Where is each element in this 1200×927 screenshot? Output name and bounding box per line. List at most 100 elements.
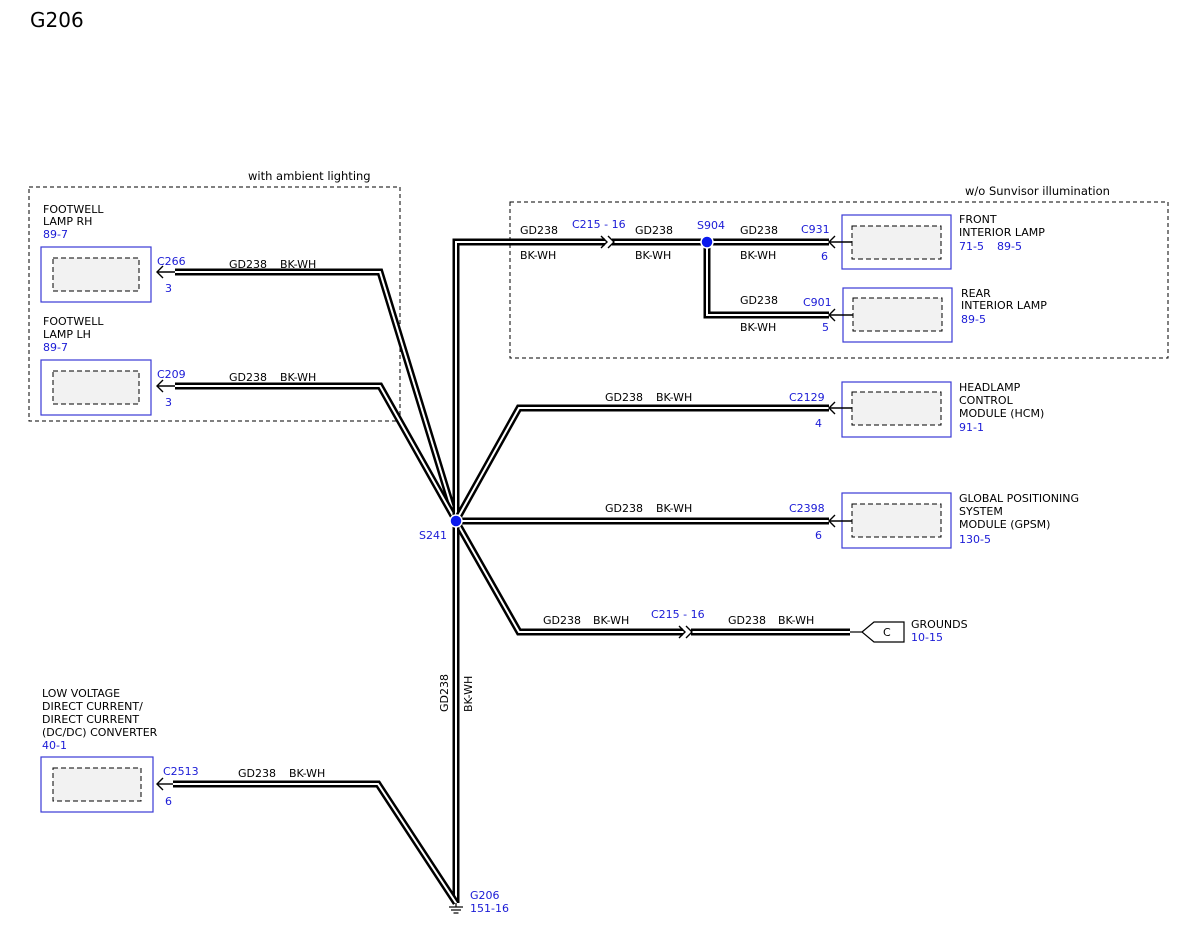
wire-color-label: BK-WH — [740, 321, 776, 334]
component-name-line: HEADLAMP — [959, 381, 1021, 394]
wire-circuit-label: GD238 — [728, 614, 766, 627]
section-label-sunvisor: w/o Sunvisor illumination — [965, 184, 1110, 198]
component-name-line: MODULE (HCM) — [959, 407, 1044, 420]
pin-number: 3 — [165, 282, 172, 295]
component-ref-link[interactable]: 40-1 — [42, 739, 67, 752]
connector-label[interactable]: C2513 — [163, 765, 199, 778]
component-ref-link[interactable]: 130-5 — [959, 533, 991, 546]
ground-g206[interactable]: G206 151-16 — [449, 889, 509, 915]
pin-number: 6 — [815, 529, 822, 542]
component-name-line: (DC/DC) CONVERTER — [42, 726, 158, 739]
pin-number: 3 — [165, 396, 172, 409]
wire-circuit-label: GD238 — [605, 502, 643, 515]
component-ref-link[interactable]: 71-5 — [959, 240, 984, 253]
wire-circuit-label: GD238 — [229, 258, 267, 271]
component-dcdc-converter[interactable]: LOW VOLTAGE DIRECT CURRENT/ DIRECT CURRE… — [40, 687, 199, 813]
connector-label[interactable]: C209 — [157, 368, 186, 381]
wire-color-label: BK-WH — [280, 258, 316, 271]
connector-label[interactable]: C931 — [801, 223, 830, 236]
component-name-line: CONTROL — [959, 394, 1014, 407]
splice-label: S904 — [697, 219, 725, 232]
wire-color-label: BK-WH — [289, 767, 325, 780]
component-ref-link[interactable]: 91-1 — [959, 421, 984, 434]
wire-circuit-label: GD238 — [438, 674, 451, 712]
component-name-line: LAMP LH — [43, 328, 91, 341]
offpage-ref-link[interactable]: 10-15 — [911, 631, 943, 644]
wire-circuit-label: GD238 — [740, 294, 778, 307]
inline-connector-label[interactable]: C215 - 16 — [572, 218, 626, 231]
ground-ref-link[interactable]: 151-16 — [470, 902, 509, 915]
component-name-line: LOW VOLTAGE — [42, 687, 120, 700]
component-name-line: GLOBAL POSITIONING — [959, 492, 1079, 505]
inline-connector-c215-bottom[interactable]: C215 - 16 — [651, 608, 705, 639]
wire-color-label: BK-WH — [656, 391, 692, 404]
component-name-line: DIRECT CURRENT — [42, 713, 139, 726]
wire-color-label: BK-WH — [778, 614, 814, 627]
wire-circuit-label: GD238 — [740, 224, 778, 237]
ground-label: G206 — [470, 889, 500, 902]
connector-label[interactable]: C2129 — [789, 391, 825, 404]
wire-hcm[interactable] — [452, 404, 829, 523]
wire-footwell-rh[interactable] — [175, 268, 460, 523]
splice-s241[interactable]: S241 — [419, 514, 463, 542]
component-ref-link[interactable]: 89-7 — [43, 228, 68, 241]
wire-circuit-label: GD238 — [605, 391, 643, 404]
component-name-line: FOOTWELL — [43, 315, 104, 328]
wire-circuit-label: GD238 — [543, 614, 581, 627]
wire-footwell-lh[interactable] — [175, 382, 460, 523]
ground-icon — [449, 903, 463, 914]
offpage-letter: C — [883, 626, 891, 639]
section-sunvisor: w/o Sunvisor illumination — [509, 184, 1169, 359]
pin-number: 6 — [165, 795, 172, 808]
splice-s904[interactable]: S904 — [697, 219, 725, 249]
wires — [173, 238, 850, 905]
wire-dcdc[interactable] — [173, 780, 459, 905]
component-front-interior-lamp[interactable]: C931 6 FRONT INTERIOR LAMP 71-5 89-5 — [801, 213, 1045, 270]
component-rear-interior-lamp[interactable]: C901 5 REAR INTERIOR LAMP 89-5 — [803, 287, 1047, 343]
wire-circuit-label: GD238 — [520, 224, 558, 237]
component-footwell-lamp-rh[interactable]: FOOTWELL LAMP RH 89-7 C266 3 — [40, 203, 186, 303]
component-ref-link[interactable]: 89-7 — [43, 341, 68, 354]
component-name-line: DIRECT CURRENT/ — [42, 700, 143, 713]
wire-circuit-label: GD238 — [635, 224, 673, 237]
connector-label[interactable]: C2398 — [789, 502, 825, 515]
wire-color-label: BK-WH — [462, 676, 475, 712]
connector-label[interactable]: C266 — [157, 255, 186, 268]
component-global-positioning-system-module[interactable]: C2398 6 GLOBAL POSITIONING SYSTEM MODULE… — [789, 492, 1079, 549]
connector-label[interactable]: C901 — [803, 296, 832, 309]
component-headlamp-control-module[interactable]: C2129 4 HEADLAMP CONTROL MODULE (HCM) 91… — [789, 381, 1044, 438]
component-name-line: INTERIOR LAMP — [961, 299, 1047, 312]
wire-color-label: BK-WH — [520, 249, 556, 262]
wire-color-label: BK-WH — [656, 502, 692, 515]
section-ambient-lighting: with ambient lighting — [28, 169, 401, 422]
component-footwell-lamp-lh[interactable]: FOOTWELL LAMP LH 89-7 C209 3 — [40, 315, 186, 416]
pin-number: 5 — [822, 321, 829, 334]
offpage-label: GROUNDS — [911, 618, 968, 631]
wire-color-label: BK-WH — [280, 371, 316, 384]
pin-number: 4 — [815, 417, 822, 430]
wire-to-top-branch[interactable] — [452, 238, 605, 521]
section-label-ambient: with ambient lighting — [248, 169, 371, 183]
wire-rear-interior[interactable] — [703, 242, 829, 319]
wire-color-label: BK-WH — [635, 249, 671, 262]
component-name-line: FOOTWELL — [43, 203, 104, 216]
offpage-connector-grounds[interactable]: C GROUNDS 10-15 — [850, 618, 968, 644]
wire-color-label: BK-WH — [593, 614, 629, 627]
component-name-line: MODULE (GPSM) — [959, 518, 1050, 531]
wire-circuit-label: GD238 — [229, 371, 267, 384]
component-ref-link[interactable]: 89-5 — [961, 313, 986, 326]
component-name-line: INTERIOR LAMP — [959, 226, 1045, 239]
wire-circuit-label: GD238 — [238, 767, 276, 780]
splice-label: S241 — [419, 529, 447, 542]
inline-connector-label[interactable]: C215 - 16 — [651, 608, 705, 621]
component-ref-link[interactable]: 89-5 — [997, 240, 1022, 253]
page-title: G206 — [30, 8, 84, 32]
component-name-line: REAR — [961, 287, 991, 300]
inline-connector-c215-top[interactable]: C215 - 16 — [572, 218, 626, 249]
pin-number: 6 — [821, 250, 828, 263]
wire-color-label: BK-WH — [740, 249, 776, 262]
component-name-line: LAMP RH — [43, 215, 92, 228]
wire-to-grounds-a[interactable] — [452, 519, 683, 636]
component-name-line: FRONT — [959, 213, 997, 226]
